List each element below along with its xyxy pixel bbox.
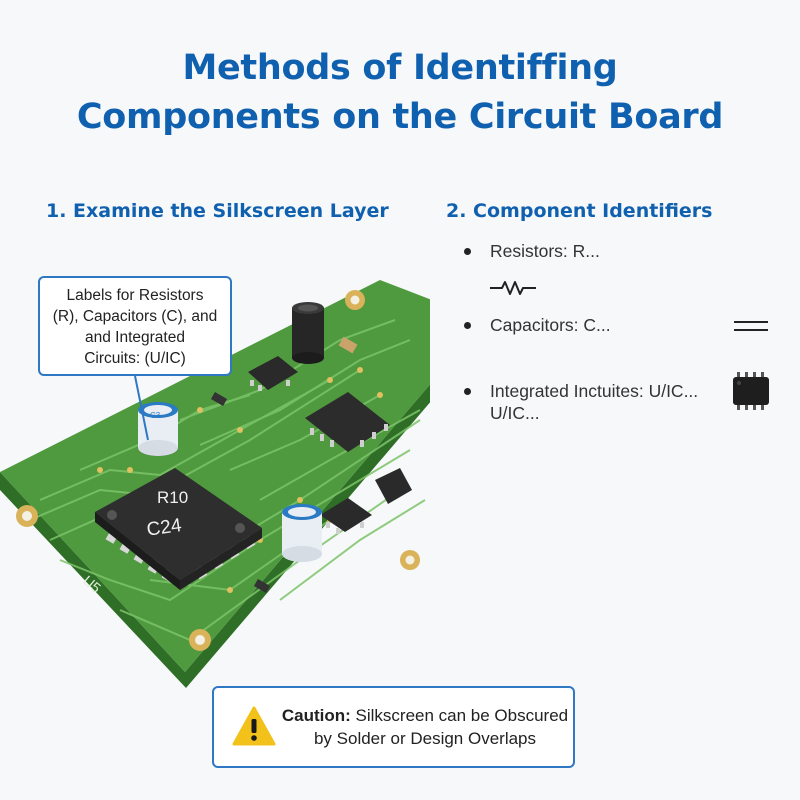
identifier-label-line-1: Integrated Inctuites: U/IC... bbox=[490, 381, 699, 401]
mounting-holes bbox=[16, 290, 420, 651]
small-ic-chip-1 bbox=[248, 356, 298, 391]
chip-label-2: C24 bbox=[145, 515, 183, 541]
silkscreen-callout: Labels for Resistors (R), Capacitors (C)… bbox=[38, 276, 232, 376]
resistor-icon bbox=[490, 281, 536, 295]
main-ic-chip: R10 C24 bbox=[95, 468, 262, 590]
small-ic-chip-3 bbox=[320, 498, 372, 534]
capacitor-marking: C3 bbox=[150, 411, 161, 420]
capacitor-left: C3 bbox=[138, 402, 178, 456]
callout-line-2: (R), Capacitors (C), and bbox=[52, 308, 218, 325]
circuit-board-illustration: R10 C24 U5 C3 bbox=[0, 280, 430, 688]
caution-message: Silkscreen can be Obscured by Solder or … bbox=[313, 706, 569, 748]
capacitor-icon bbox=[734, 321, 768, 331]
caution-text: Caution: Silkscreen can be Obscured by S… bbox=[280, 704, 570, 750]
warning-icon bbox=[232, 706, 276, 746]
capacitor-right bbox=[282, 504, 322, 562]
identifier-label: Integrated Inctuites: U/IC... U/IC... bbox=[490, 380, 698, 424]
capacitor-black bbox=[292, 302, 324, 364]
callout-line-4: Circuits: (U/IC) bbox=[84, 350, 186, 367]
small-ic-chip-2 bbox=[305, 392, 390, 452]
bullet bbox=[464, 388, 471, 395]
ic-chip-icon bbox=[733, 372, 769, 410]
page-title-line-2: Components on the Circuit Board bbox=[76, 97, 724, 137]
caution-label: Caution: bbox=[281, 706, 351, 725]
bullet bbox=[464, 248, 471, 255]
identifier-label: Resistors: R... bbox=[490, 241, 600, 261]
section-2-heading: 2. Component Identifiers bbox=[446, 200, 713, 222]
identifier-label: Capacitors: C... bbox=[490, 315, 611, 335]
page-title-line-1: Methods of Identiffing bbox=[182, 48, 618, 88]
caution-box: Caution: Silkscreen can be Obscured by S… bbox=[212, 686, 575, 768]
board-surface bbox=[0, 280, 430, 672]
callout-pointer bbox=[134, 375, 149, 441]
connector-block bbox=[375, 468, 412, 504]
bullet bbox=[464, 322, 471, 329]
smd-parts bbox=[210, 336, 358, 593]
chip-label-1: R10 bbox=[157, 488, 188, 507]
page-title: Methods of Identiffing Components on the… bbox=[0, 44, 800, 142]
callout-line-1: Labels for Resistors bbox=[66, 287, 204, 304]
callout-line-3: and Integrated bbox=[85, 329, 185, 346]
identifier-label-line-2: U/IC... bbox=[490, 403, 540, 423]
section-1-heading: 1. Examine the Silkscreen Layer bbox=[46, 200, 389, 222]
